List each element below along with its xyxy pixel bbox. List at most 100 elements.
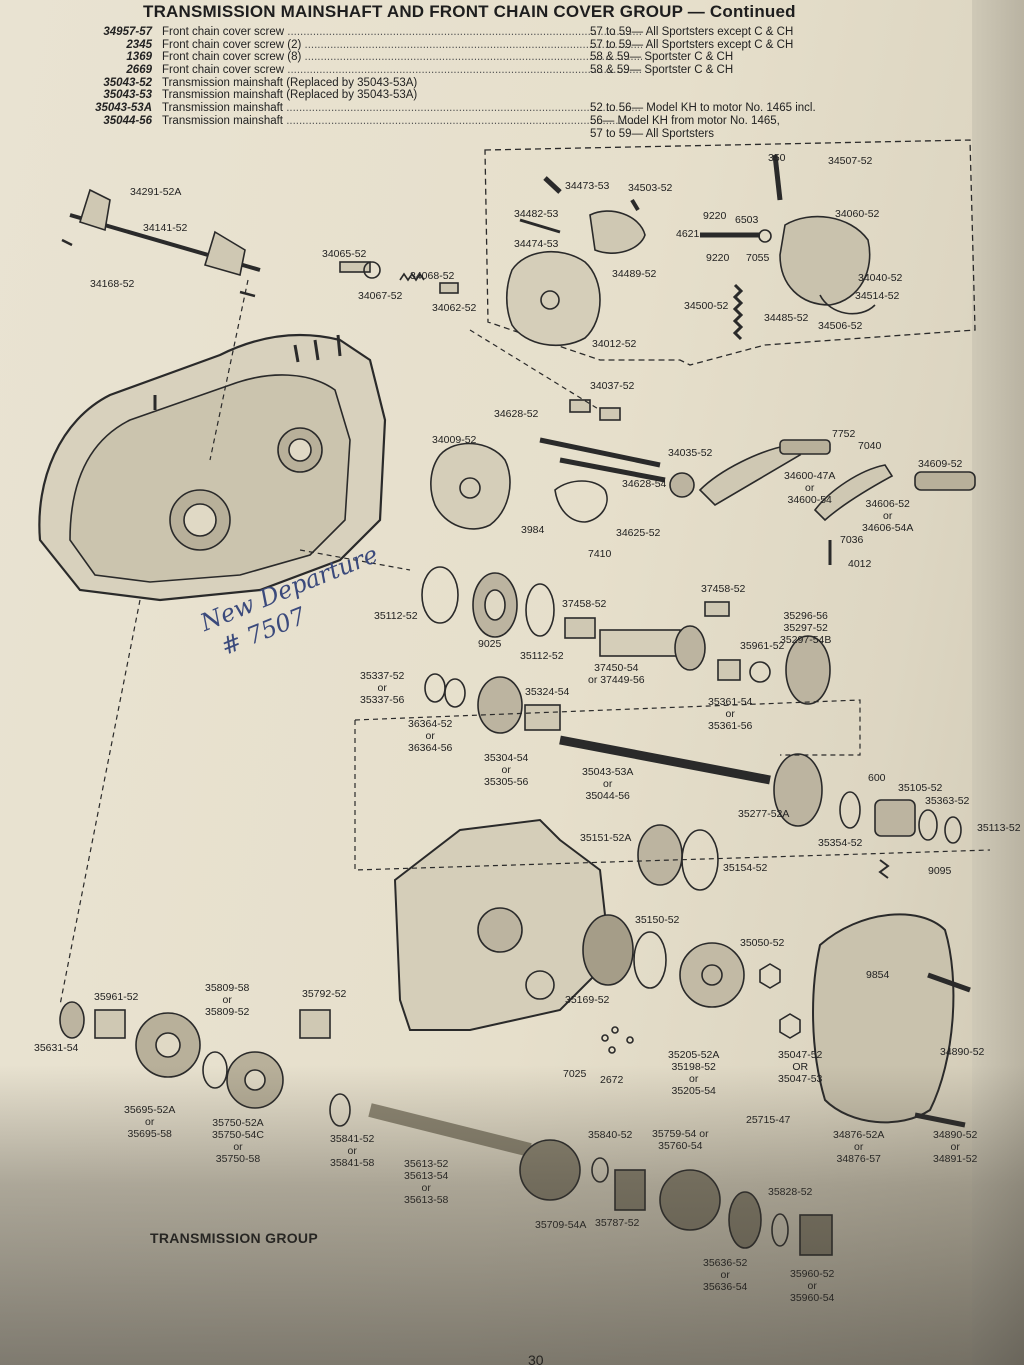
part-label: 35841-52 or 35841-58 [330, 1133, 375, 1169]
page-title: TRANSMISSION MAINSHAFT AND FRONT CHAIN C… [143, 2, 796, 21]
part-label: 34009-52 [432, 434, 477, 446]
part-number: 1369 [126, 51, 152, 64]
part-label: 35809-58 or 35809-52 [205, 982, 250, 1018]
part-label: 35961-52 [740, 640, 785, 652]
part-application: 58 & 59— Sportster C & CH [590, 64, 734, 77]
part-application: 57 to 59— All Sportsters [590, 127, 715, 140]
part-label: 35150-52 [635, 914, 680, 926]
part-label: 35151-52A [580, 832, 632, 844]
part-application: 52 to 56— Model KH to motor No. 1465 inc… [590, 102, 816, 115]
part-label: 34876-52A or 34876-57 [833, 1129, 885, 1165]
countershaft-gear-stack [59, 1001, 833, 1256]
parts-list-row: 35043-53A Transmission mainshaft ........… [56, 102, 856, 115]
part-description: Transmission mainshaft (Replaced by 3504… [162, 77, 642, 89]
page-number: 30 [528, 1352, 544, 1365]
part-label: 9854 [866, 969, 890, 981]
part-label: 35324-54 [525, 686, 570, 698]
part-description-text: Transmission mainshaft [162, 114, 284, 127]
part-label: 34503-52 [628, 182, 673, 194]
part-number: 35043-52 [103, 76, 152, 89]
part-label: 37450-54 or 37449-56 [588, 662, 645, 686]
part-description: Front chain cover screw (2) ............… [162, 39, 642, 51]
part-label: 34291-52A [130, 186, 182, 198]
part-number: 35044-56 [103, 114, 152, 127]
part-label: 34474-53 [514, 238, 559, 250]
part-label: 34514-52 [855, 290, 900, 302]
part-label: 35050-52 [740, 937, 785, 949]
mainshaft-gear-stack [424, 601, 962, 879]
leader-dots: ........................................… [304, 51, 642, 64]
part-description-text: Front chain cover screw (8) [162, 51, 302, 64]
part-description: Transmission mainshaft (Replaced by 3504… [162, 89, 642, 101]
part-description-text: Transmission mainshaft (Replaced by 3504… [162, 76, 418, 89]
part-number: 35043-53 [103, 89, 152, 102]
part-label: 34037-52 [590, 380, 635, 392]
parts-list-row: 2669 Front chain cover screw ............… [56, 64, 856, 77]
part-description-text: Front chain cover screw [162, 64, 285, 77]
part-label: 34506-52 [818, 320, 863, 332]
part-description: Transmission mainshaft .................… [162, 102, 642, 114]
part-label: 34168-52 [90, 278, 135, 290]
part-label: 35792-52 [302, 988, 347, 1000]
part-label: 6503 [735, 214, 759, 226]
part-label: 35750-52A 35750-54C or 35750-58 [212, 1117, 264, 1165]
leader-dots: ........................................… [304, 38, 642, 51]
part-number: 35043-53A [95, 102, 152, 115]
leader-dots: ........................................… [283, 114, 642, 127]
part-label: 4621 [676, 228, 700, 240]
part-description-text: Front chain cover screw (2) [162, 38, 302, 51]
part-label: 600 [868, 772, 886, 784]
part-application: 57 to 59— All Sportsters except C & CH [590, 26, 794, 38]
part-label: 35304-54 or 35305-56 [484, 752, 529, 788]
part-label: 34890-52 or 34891-52 [933, 1129, 978, 1165]
part-description: Transmission mainshaft .................… [162, 115, 642, 127]
leader-dots: ........................................… [284, 26, 642, 38]
parts-list-row: 35044-56 Transmission mainshaft .........… [56, 115, 856, 128]
diagram-caption: TRANSMISSION GROUP [150, 1230, 318, 1246]
part-label: 34489-52 [612, 268, 657, 280]
part-label: 35169-52 [565, 994, 610, 1006]
part-description: Front chain cover screw ................… [162, 26, 642, 38]
part-label: 34473-53 [565, 180, 610, 192]
part-label: 35363-52 [925, 795, 970, 807]
part-label: 35636-52 or 35636-54 [703, 1257, 748, 1293]
shifter-fork-assembly [61, 188, 261, 298]
part-label: 34060-52 [835, 208, 880, 220]
part-label: 34500-52 [684, 300, 729, 312]
part-label: 34890-52 [940, 1046, 985, 1058]
part-number: 34957-57 [103, 26, 152, 38]
part-number: 2669 [126, 64, 152, 77]
part-label: 7752 [832, 428, 856, 440]
part-label: 34606-52 or 34606-54A [862, 498, 914, 534]
part-label: 35043-53A or 35044-56 [582, 766, 634, 802]
part-label: 35631-54 [34, 1042, 79, 1054]
part-label: 34507-52 [828, 155, 873, 167]
parts-list-row: 34957-57 Front chain cover screw ........… [56, 26, 856, 39]
part-label: 34485-52 [764, 312, 809, 324]
part-label: 35277-52A [738, 808, 790, 820]
part-label: 9220 [703, 210, 727, 222]
part-label: 3984 [521, 524, 545, 536]
part-description: Front chain cover screw ................… [162, 64, 642, 76]
parts-list-row: 1369 Front chain cover screw (8) ........… [56, 51, 856, 64]
part-label: 34600-47A or 34600-54 [784, 470, 836, 506]
part-application: 58 & 59— Sportster C & CH [590, 51, 734, 64]
part-label: 36364-52 or 36364-56 [408, 718, 453, 754]
part-label: 34628-54 [622, 478, 667, 490]
part-label: 7036 [840, 534, 864, 546]
part-description-text: Front chain cover screw [162, 26, 285, 38]
part-label: 350 [768, 152, 786, 164]
part-label: 34012-52 [592, 338, 637, 350]
part-number: 2345 [126, 38, 152, 51]
part-label: 34035-52 [668, 447, 713, 459]
part-label: 25715-47 [746, 1114, 791, 1126]
part-description-text: Transmission mainshaft (Replaced by 3504… [162, 89, 418, 102]
part-label: 2672 [600, 1074, 624, 1086]
part-label: 34625-52 [616, 527, 661, 539]
leader-lines [59, 279, 991, 1006]
parts-list-row: 57 to 59— All Sportsters [56, 128, 856, 141]
part-label: 35709-54A [535, 1219, 587, 1231]
part-label: 34062-52 [432, 302, 477, 314]
